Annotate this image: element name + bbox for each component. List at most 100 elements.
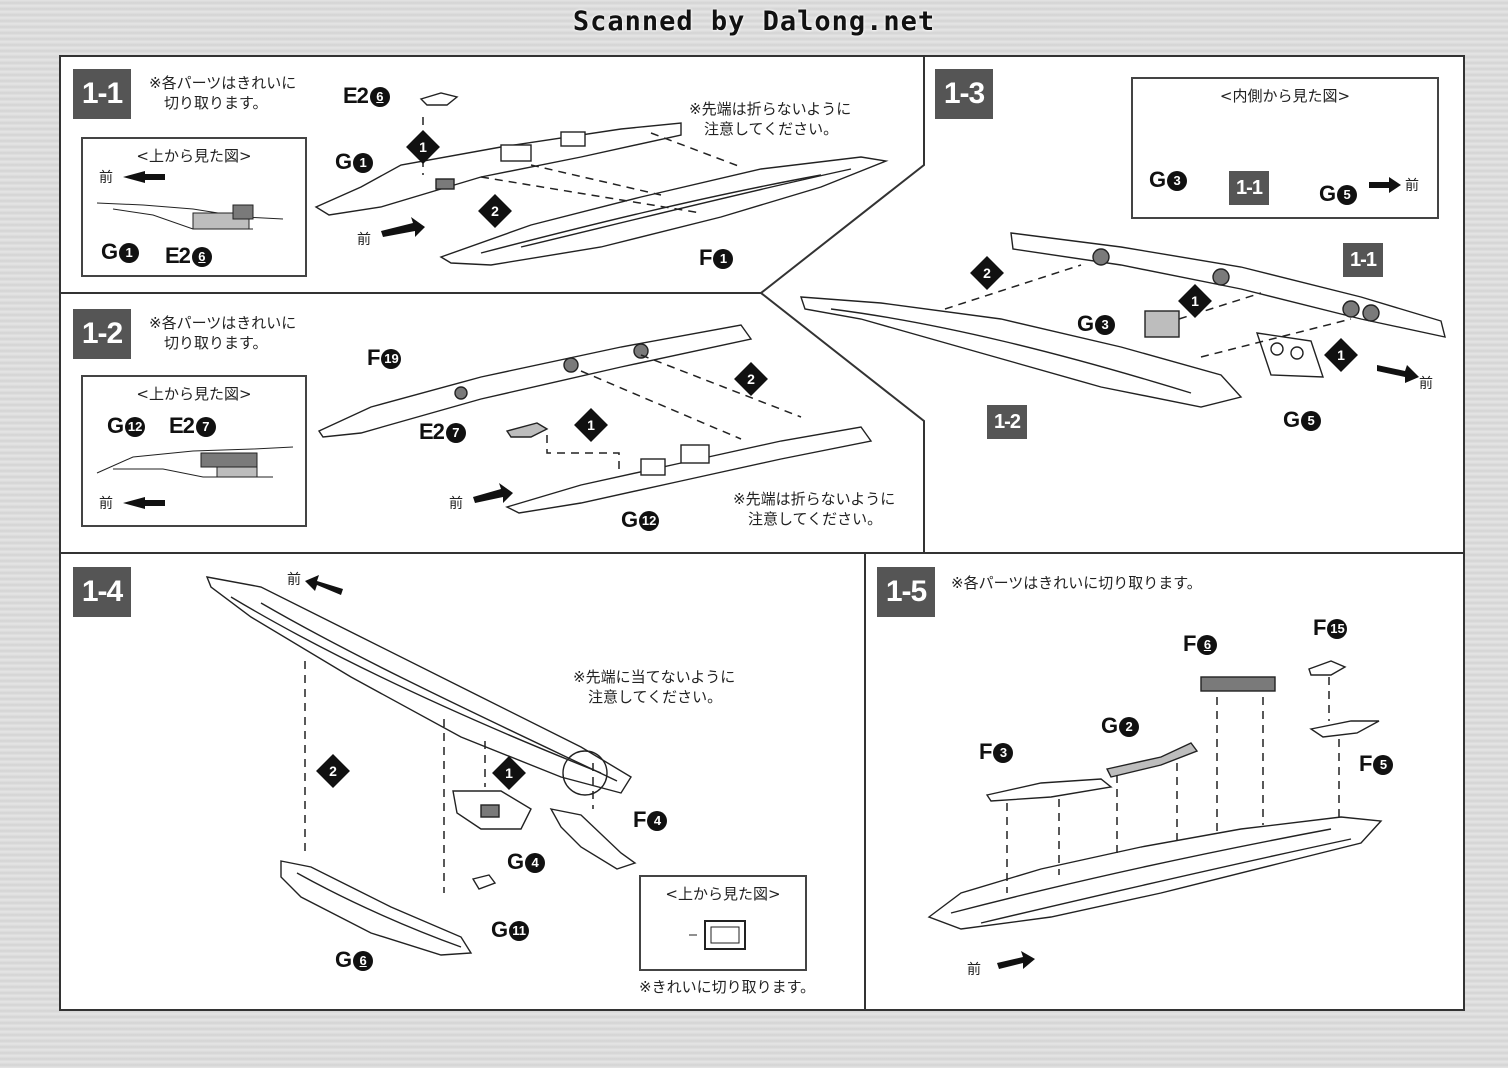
panel-frame: [61, 57, 1463, 1009]
front-label-1-5: 前: [967, 962, 981, 978]
part-g5-plate: [1255, 332, 1324, 378]
front-label-1-3: 前: [1419, 376, 1433, 392]
step-marker-2: 2: [316, 754, 350, 788]
step-1-5-drawing: [927, 660, 1383, 930]
inset-top-view-1-4: <上から見た図>: [639, 875, 807, 971]
step-marker-1: 1: [1324, 338, 1358, 372]
step-1-4-drawing: [205, 576, 637, 956]
note-cut-clean-short: ※きれいに切り取ります。: [639, 978, 816, 996]
step-badge-1-2: 1-2: [73, 309, 131, 359]
part-e2-6-small: [419, 92, 459, 106]
note-tip-no-break-1-2: ※先端は折らないように 注意してください。: [733, 490, 896, 528]
part-g3-block: [1144, 310, 1180, 338]
part-f6-block: [1200, 676, 1276, 692]
badge-1-2-callout: 1-2: [987, 405, 1027, 439]
watermark: Scanned by Dalong.net: [572, 6, 936, 37]
part-f4-piece: [549, 808, 637, 870]
step-1-5-dashed-guides: [1006, 677, 1340, 893]
step-1-2-front-arrow: [473, 483, 513, 503]
step-badge-1-4: 1-4: [73, 567, 131, 617]
part-f15-small: [1308, 660, 1347, 676]
part-g6-hull: [280, 860, 473, 956]
part-e2-7-small: [505, 422, 549, 438]
step-1-1-drawing: [314, 92, 889, 266]
inset-title: <上から見た図>: [665, 885, 781, 903]
inset-drawing: [96, 446, 294, 509]
front-label-1-4: 前: [287, 572, 301, 588]
note-tip-no-break-1-1: ※先端は折らないように 注意してください。: [689, 100, 852, 138]
badge-1-1-callout: 1-1: [1343, 243, 1383, 277]
step-badge-1-3: 1-3: [935, 69, 993, 119]
front-arrow-icon: [1369, 177, 1401, 193]
note-cut-clean-1-2: ※各パーツはきれいに 切り取ります。: [149, 314, 297, 352]
inset-drawing: [689, 920, 746, 950]
step-marker-2: 2: [970, 256, 1004, 290]
step-1-4-dashed-guides: [304, 661, 594, 893]
part-g1-frame: [314, 122, 682, 216]
step-marker-2: 2: [478, 194, 512, 228]
divider-1-3: [759, 57, 925, 553]
note-cut-clean-1-5: ※各パーツはきれいに切り取ります。: [951, 574, 1202, 592]
step-1-2-drawing: [317, 324, 873, 514]
part-1-1-frame: [1010, 232, 1446, 338]
badge-1-1-inset: 1-1: [1229, 171, 1269, 205]
note-tip-no-hit: ※先端に当てないように 注意してください。: [573, 668, 736, 706]
front-label-1-2: 前: [449, 496, 463, 512]
part-g11-small: [471, 874, 497, 890]
step-1-3-front-arrow: [1377, 365, 1419, 383]
instruction-sheet: 1-1 ※各パーツはきれいに 切り取ります。 ※先端は折らないように 注意してく…: [59, 55, 1465, 1011]
part-g2-rail: [1105, 742, 1199, 778]
front-label: 前: [99, 170, 113, 186]
part-1-2-hull: [800, 296, 1243, 408]
front-label-1-1: 前: [357, 232, 371, 248]
step-1-3-drawing: [800, 232, 1446, 408]
inset-title: <内側から見た図>: [1219, 87, 1351, 105]
step-marker-2: 2: [734, 362, 768, 396]
inset-title: <上から見た図>: [136, 147, 252, 165]
step-1-5-front-arrow: [997, 951, 1035, 969]
part-f3-plate: [985, 778, 1113, 802]
part-main-hull: [927, 816, 1383, 930]
inset-drawing: [96, 171, 284, 230]
part-f19-frame: [317, 324, 753, 438]
step-marker-1: 1: [492, 756, 526, 790]
step-marker-1: 1: [406, 130, 440, 164]
inset-title: <上から見た図>: [136, 385, 252, 403]
step-badge-1-5: 1-5: [877, 567, 935, 617]
note-cut-clean-1-1: ※各パーツはきれいに 切り取ります。: [149, 74, 297, 112]
step-1-1-front-arrow: [381, 217, 425, 237]
step-1-4-front-arrow: [305, 575, 343, 595]
front-label: 前: [1405, 178, 1419, 194]
part-f5-wing: [1309, 720, 1380, 738]
step-marker-1: 1: [1178, 284, 1212, 318]
part-g1-block: [500, 144, 532, 162]
step-marker-1: 1: [574, 408, 608, 442]
front-label: 前: [99, 496, 113, 512]
step-badge-1-1: 1-1: [73, 69, 131, 119]
